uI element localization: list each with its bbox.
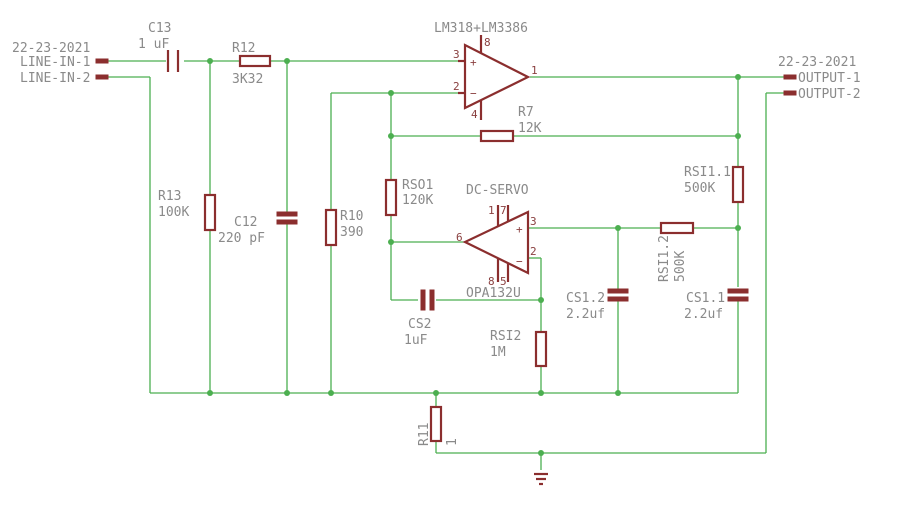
- resistor-rso1: RSO1 120K: [384, 178, 433, 217]
- capacitor-cs1-1: CS1.1 2.2uf: [684, 288, 749, 322]
- output-connector-2: OUTPUT-2: [783, 87, 861, 102]
- r13-value: 100K: [158, 205, 189, 220]
- opamp-servo: DC-SERVO OPA132U 3 2 6 7 1 8 5 + −: [456, 183, 537, 301]
- input-label-1: LINE-IN-1: [20, 55, 90, 70]
- opamp-servo-pin-bottom: 8: [488, 275, 495, 288]
- junctions: [207, 58, 741, 456]
- rsi1-2-value: 500K: [673, 251, 688, 282]
- rsi1-1-value: 500K: [684, 181, 715, 196]
- r7-name: R7: [518, 105, 534, 120]
- opamp-servo-pin-out: 6: [456, 231, 463, 244]
- output-label-2: OUTPUT-2: [798, 87, 861, 102]
- ground-icon: [534, 472, 548, 486]
- date-label-right: 22-23-2021: [778, 55, 856, 70]
- opamp-main-pin-minus: 2: [453, 80, 460, 93]
- rsi1-1-name: RSI1.1: [684, 165, 731, 180]
- cs1-1-value: 2.2uf: [684, 307, 723, 322]
- rso1-name: RSO1: [402, 178, 433, 193]
- resistor-r10: R10 390: [324, 208, 363, 247]
- opamp-main-sign-minus: −: [470, 87, 477, 100]
- opamp-servo-pin-plus: 3: [530, 215, 537, 228]
- opamp-main-label: LM318+LM3386: [434, 21, 528, 36]
- r12-value: 3K32: [232, 72, 263, 87]
- opamp-main-pin-top: 8: [484, 36, 491, 49]
- r10-name: R10: [340, 209, 363, 224]
- input-label-2: LINE-IN-2: [20, 71, 90, 86]
- rsi2-value: 1M: [490, 345, 506, 360]
- opamp-servo-pin-top2: 1: [488, 204, 495, 217]
- output-label-1: OUTPUT-1: [798, 71, 861, 86]
- cs2-value: 1uF: [404, 333, 428, 348]
- rso1-value: 120K: [402, 193, 433, 208]
- resistor-rsi1-2: RSI1.2 500K: [657, 221, 695, 282]
- capacitor-cs1-2: CS1.2 2.2uf: [566, 288, 629, 322]
- input-connector-1: LINE-IN-1: [20, 55, 109, 70]
- r11-value: 1: [445, 438, 460, 446]
- resistor-r7: R7 12K: [479, 105, 542, 143]
- opamp-servo-sign-minus: −: [516, 255, 523, 268]
- c12-name: C12: [234, 215, 257, 230]
- r11-name: R11: [417, 423, 432, 446]
- date-label-left: 22-23-2021: [12, 41, 90, 56]
- opamp-main-pin-plus: 3: [453, 48, 460, 61]
- c12-value: 220 pF: [218, 231, 265, 246]
- resistor-r11: R11 1: [417, 405, 460, 446]
- c13-name: C13: [148, 21, 171, 36]
- opamp-servo-part: OPA132U: [466, 286, 521, 301]
- r10-value: 390: [340, 225, 363, 240]
- opamp-main-pin-bottom: 4: [471, 108, 478, 121]
- resistor-r12: R12 3K32: [232, 41, 272, 87]
- capacitor-c13: C13 1 uF: [138, 21, 180, 72]
- opamp-main-sign-plus: +: [470, 56, 477, 69]
- opamp-servo-pin-top: 7: [500, 204, 507, 217]
- cs2-name: CS2: [408, 317, 431, 332]
- rsi1-2-name: RSI1.2: [657, 235, 672, 282]
- opamp-servo-label: DC-SERVO: [466, 183, 529, 198]
- cs1-2-name: CS1.2: [566, 291, 605, 306]
- input-connector-2: LINE-IN-2: [20, 71, 109, 86]
- cs1-1-name: CS1.1: [686, 291, 725, 306]
- resistor-rsi2: RSI2 1M: [490, 329, 548, 368]
- c13-value: 1 uF: [138, 37, 169, 52]
- opamp-main-pin-out: 1: [531, 64, 538, 77]
- r13-name: R13: [158, 189, 181, 204]
- cs1-2-value: 2.2uf: [566, 307, 605, 322]
- r12-name: R12: [232, 41, 255, 56]
- opamp-servo-pin-bottom2: 5: [500, 275, 507, 288]
- output-connector-1: OUTPUT-1: [783, 71, 861, 86]
- r7-value: 12K: [518, 121, 542, 136]
- capacitor-cs2: CS2 1uF: [404, 289, 435, 348]
- capacitor-c12: C12 220 pF: [218, 211, 298, 246]
- opamp-main: LM318+LM3386 3 2 1 8 4 + −: [434, 21, 538, 121]
- opamp-servo-pin-minus: 2: [530, 245, 537, 258]
- opamp-servo-sign-plus: +: [516, 223, 523, 236]
- resistor-rsi1-1: RSI1.1 500K: [684, 165, 745, 204]
- resistor-r13: R13 100K: [158, 189, 217, 232]
- rsi2-name: RSI2: [490, 329, 521, 344]
